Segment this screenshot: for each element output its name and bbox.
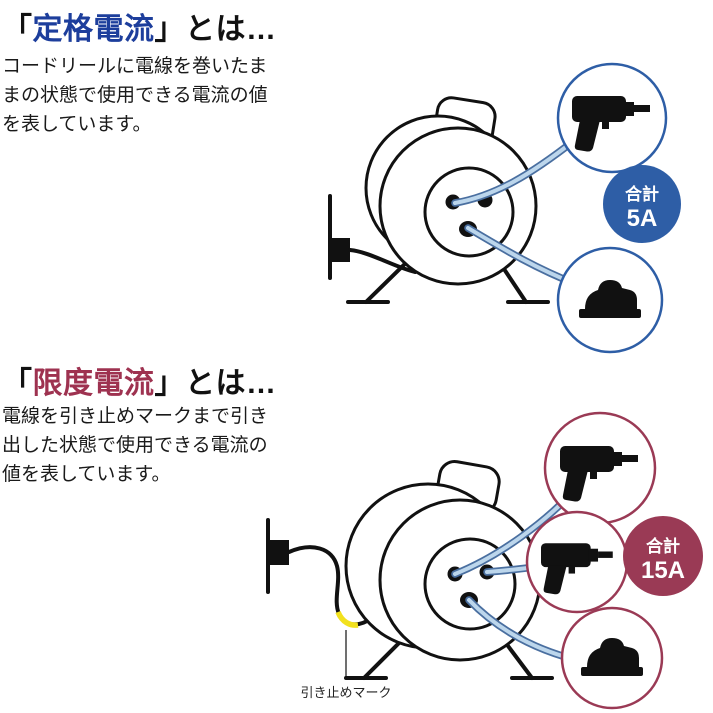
rated-current-illustration: 合計 5A xyxy=(328,62,681,354)
rated-current-term: 定格電流 xyxy=(32,13,155,46)
limit-current-title: 「限度電流」とは… xyxy=(2,358,277,402)
cord-reel-extended xyxy=(266,460,554,680)
description-line: を表しています。 xyxy=(2,114,152,135)
sander-icon xyxy=(581,638,643,676)
limit-current-illustration: 合計 15A xyxy=(266,411,703,710)
description-line: 出した状態で使用できる電流の xyxy=(2,435,268,456)
limit-current-term: 限度電流 xyxy=(32,367,155,400)
reel-hub xyxy=(423,537,517,631)
drill-icon xyxy=(541,543,613,595)
rated-current-description: コードリールに電線を巻いたま まの状態で使用できる電流の値 を表しています。 xyxy=(2,52,268,139)
rated-total-label: 合計 xyxy=(625,184,659,204)
description-line: コードリールに電線を巻いたま xyxy=(2,56,268,77)
reel-stand xyxy=(346,253,550,304)
pull-stop-mark-label: 引き止めマーク xyxy=(300,685,392,700)
wall-plug-icon xyxy=(330,238,350,262)
description-line: 値を表しています。 xyxy=(2,464,171,485)
bracket-open: 「 xyxy=(2,13,33,46)
wall-plug-icon xyxy=(268,540,289,565)
sander-icon xyxy=(579,280,641,318)
rated-total-badge: 合計 5A xyxy=(603,165,681,243)
drill-icon xyxy=(560,446,638,502)
bracket-open: 「 xyxy=(2,367,33,400)
pull-stop-mark xyxy=(335,610,359,628)
bracket-close-suffix: 」とは… xyxy=(154,367,277,400)
description-line: 電線を引き止めマークまで引き xyxy=(2,406,269,427)
cord-reel-wound xyxy=(328,96,550,304)
limit-total-label: 合計 xyxy=(646,536,680,556)
reel-stand xyxy=(344,628,554,680)
drill-icon xyxy=(572,96,650,152)
rated-total-value: 5A xyxy=(627,205,658,232)
supply-cord xyxy=(348,248,417,274)
limit-current-description: 電線を引き止めマークまで引き 出した状態で使用できる電流の 値を表しています。 xyxy=(2,402,268,489)
limit-total-badge: 合計 15A xyxy=(623,516,703,596)
limit-total-value: 15A xyxy=(641,557,685,584)
bracket-close-suffix: 」とは… xyxy=(154,13,277,46)
description-line: まの状態で使用できる電流の値 xyxy=(2,85,268,106)
rated-current-title: 「定格電流」とは… xyxy=(2,4,277,48)
